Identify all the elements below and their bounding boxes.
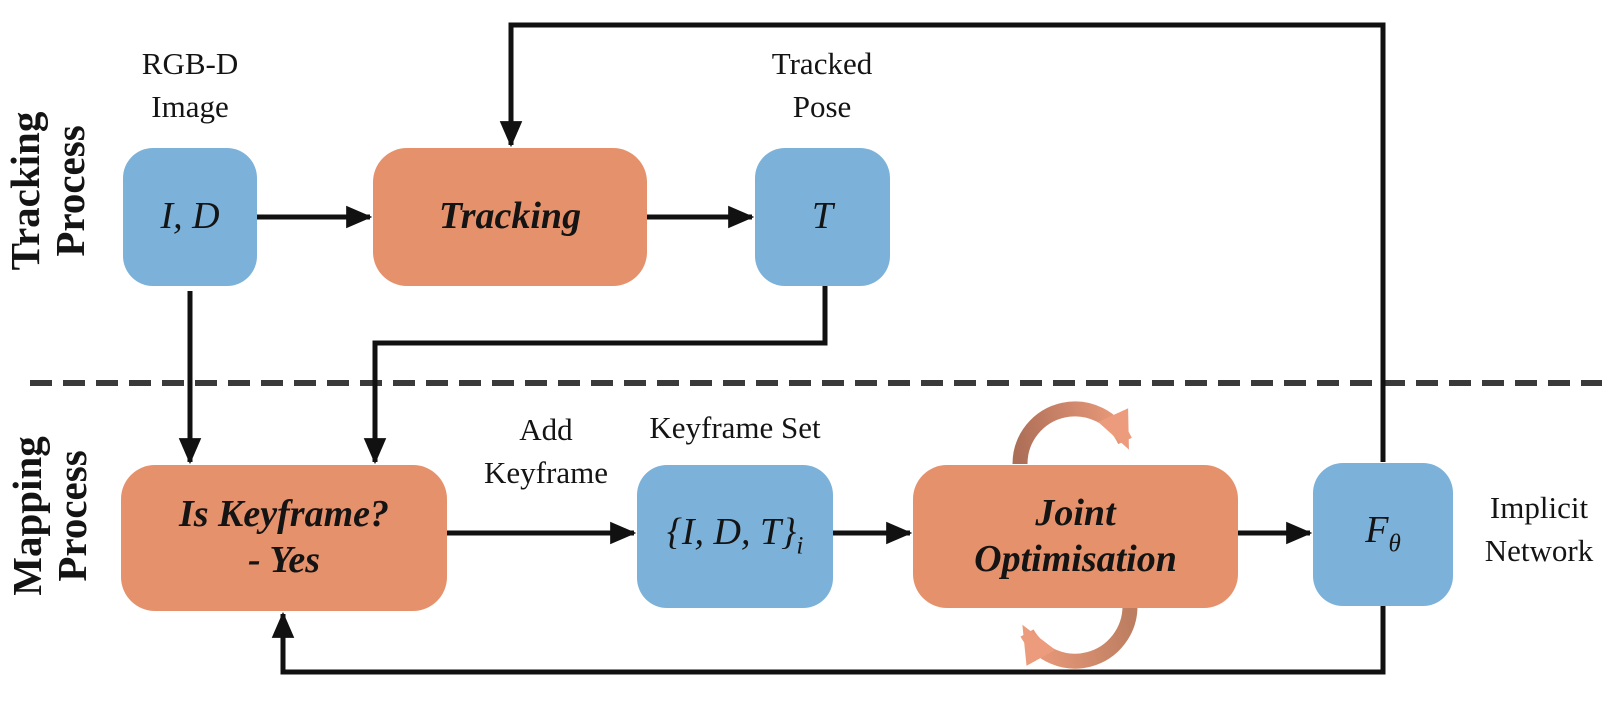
- is-keyframe-label-line1: Is Keyframe?: [178, 493, 390, 536]
- tracked-pose-caption: Tracked Pose: [732, 42, 912, 129]
- rgbd-value: I, D: [160, 195, 220, 238]
- joint-optimisation-loop-bottom-arrow: [1020, 605, 1138, 669]
- keyframe-set-caption: Keyframe Set: [608, 406, 862, 449]
- tracking-process-line2: Process: [47, 125, 94, 257]
- is-keyframe-label-line2: - Yes: [247, 539, 321, 581]
- rgbd-image-caption: RGB-D Image: [97, 42, 283, 129]
- tracked-pose-value: T: [811, 195, 834, 238]
- implicit-network-value: Fθ: [1365, 510, 1401, 558]
- add-keyframe-edge-label: Add Keyframe: [455, 408, 637, 495]
- node-is-keyframe: Is Keyframe? - Yes: [121, 465, 447, 611]
- joint-optimisation-label-line1: Joint: [1035, 491, 1116, 534]
- joint-optimisation-loop-top-arrow: [1012, 401, 1132, 465]
- keyframe-set-value-subscript: i: [796, 532, 804, 560]
- node-tracking: Tracking: [373, 148, 647, 286]
- mapping-process-label: Mapping Process: [4, 396, 109, 636]
- keyframe-set-caption-text: Keyframe Set: [649, 410, 821, 445]
- mapping-process-line2: Process: [49, 450, 96, 582]
- keyframe-set-value-main: {I, D, T}: [666, 511, 797, 554]
- rgbd-caption-line1: RGB-D: [141, 46, 239, 81]
- add-keyframe-line1: Add: [519, 412, 573, 447]
- implicit-network-value-subscript: θ: [1388, 530, 1401, 558]
- tracked-pose-caption-line2: Pose: [792, 89, 852, 125]
- implicit-network-caption-line2: Network: [1484, 533, 1594, 569]
- node-tracked-pose: T: [755, 148, 890, 286]
- add-keyframe-line2: Keyframe: [484, 455, 608, 491]
- implicit-network-value-main: F: [1365, 509, 1389, 552]
- implicit-network-caption-line1: Implicit: [1489, 490, 1589, 525]
- edge-pose-to-iskeyframe: [363, 286, 828, 465]
- tracked-pose-caption-line1: Tracked: [771, 46, 873, 81]
- edge-network-to-tracking: [499, 22, 1386, 462]
- node-joint-optimisation: Joint Optimisation: [913, 465, 1238, 608]
- mapping-process-line1: Mapping: [4, 436, 50, 596]
- keyframe-set-value: {I, D, T}i: [667, 512, 804, 560]
- node-implicit-network: Fθ: [1313, 463, 1453, 606]
- node-rgbd-input: I, D: [123, 148, 257, 286]
- joint-optimisation-label-line2: Optimisation: [974, 537, 1177, 580]
- edge-network-to-iskeyframe: [271, 604, 1386, 675]
- node-keyframe-set: {I, D, T}i: [637, 465, 833, 608]
- tracking-process-line1: Tracking: [2, 111, 48, 271]
- tracking-process-label: Tracking Process: [2, 71, 107, 311]
- implicit-network-caption: Implicit Network: [1456, 486, 1622, 573]
- tracking-node-label: Tracking: [438, 195, 582, 238]
- rgbd-caption-line2: Image: [151, 89, 229, 125]
